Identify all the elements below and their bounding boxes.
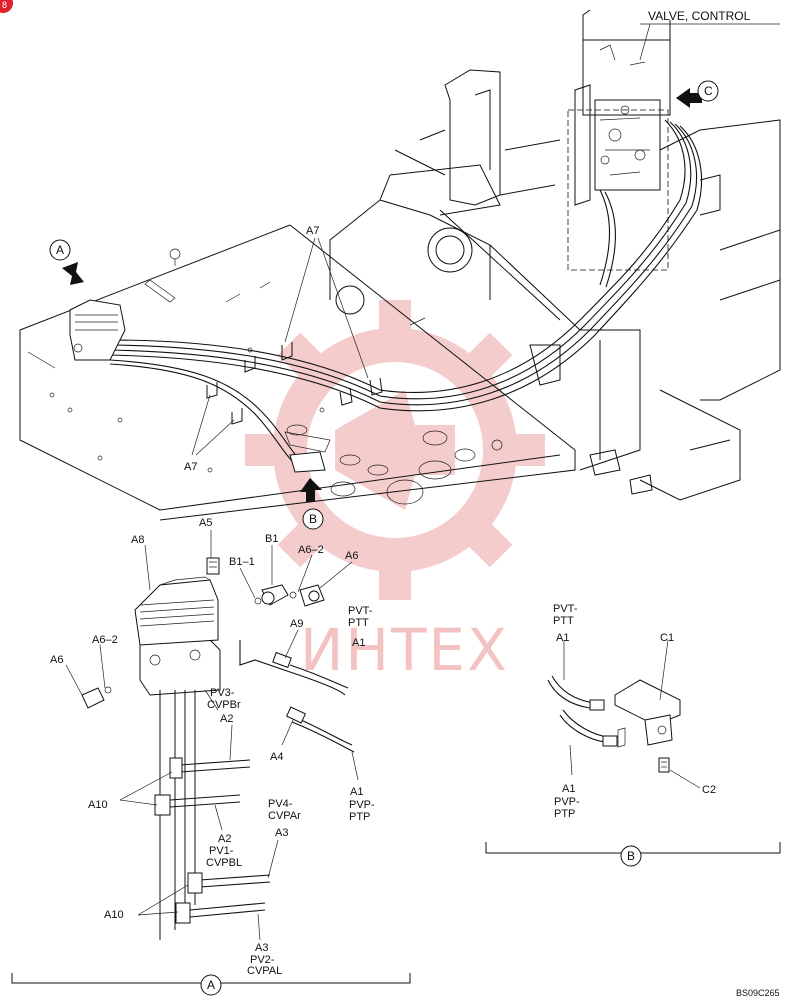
label-a6-top: A6 xyxy=(345,550,358,562)
label-a10-upper: A10 xyxy=(88,799,108,811)
label-a6-2-left: A6–2 xyxy=(92,634,118,646)
label-a10-lower: A10 xyxy=(104,909,124,921)
label-a6-2-top: A6–2 xyxy=(298,544,324,556)
callout-a-circle xyxy=(49,239,71,261)
code-pvp-b: PVP- xyxy=(554,796,580,808)
detail-a8-block xyxy=(134,576,221,940)
label-a1-b-lower: A1 xyxy=(562,783,575,795)
label-a1-lower: A1 xyxy=(350,786,363,798)
elbow-a10-group xyxy=(154,757,203,924)
label-a7-bottom: A7 xyxy=(184,461,197,473)
label-a6-left: A6 xyxy=(50,654,63,666)
callout-a-label: A xyxy=(56,243,64,257)
oring-a6-2-top xyxy=(289,591,297,599)
code-ptp-b: PTP xyxy=(554,808,575,820)
watermark-text: ИНТЕХ xyxy=(300,616,509,684)
valve-control-label: VALVE, CONTROL xyxy=(648,9,751,23)
label-a1-upper: A1 xyxy=(352,637,365,649)
fitting-a6-top xyxy=(299,584,325,607)
fitting-b1 xyxy=(261,584,289,606)
detail-b-circle xyxy=(620,845,642,867)
detail-b: PVT- PTT A1 C1 A1 PVP- PTP C2 B xyxy=(485,603,781,867)
label-a5: A5 xyxy=(199,517,212,529)
fitting-a9 xyxy=(272,651,292,669)
fitting-a4 xyxy=(285,706,307,724)
detail-a-circle xyxy=(200,974,222,996)
label-a4: A4 xyxy=(270,751,283,763)
code-ptt-b: PTT xyxy=(553,615,574,627)
label-a1-b-upper: A1 xyxy=(556,632,569,644)
drawing-code: BS09C265 xyxy=(736,988,780,998)
label-a7-top: A7 xyxy=(306,225,319,237)
detail-b-fitting-lower xyxy=(602,735,618,747)
label-b1: B1 xyxy=(265,533,278,545)
code-pvt-b: PVT- xyxy=(553,603,578,615)
bolt-c2 xyxy=(658,757,670,773)
callout-a-arrow-icon xyxy=(62,262,84,285)
watermark: ИНТЕХ xyxy=(245,300,545,684)
detail-b-block-c1 xyxy=(614,679,681,748)
watermark-gear-icon xyxy=(245,300,545,600)
label-b1-1: B1–1 xyxy=(229,556,255,568)
label-a3-lower: A3 xyxy=(255,942,268,954)
overview-a8-block xyxy=(69,299,126,361)
code-cvpar: CVPAr xyxy=(268,810,301,822)
callout-b-circle xyxy=(302,508,324,530)
detail-b-fitting-upper xyxy=(589,699,605,711)
label-a9: A9 xyxy=(290,618,303,630)
code-ptp-a: PTP xyxy=(349,811,370,823)
label-a3-upper: A3 xyxy=(275,827,288,839)
control-valve xyxy=(567,9,671,271)
callout-c-label: C xyxy=(704,84,713,98)
code-pv1: PV1- xyxy=(209,845,234,857)
label-a2-lower: A2 xyxy=(218,833,231,845)
fitting-a5 xyxy=(206,557,220,575)
corner-badge-text: 8 xyxy=(2,0,7,10)
code-pv4: PV4- xyxy=(268,798,293,810)
label-c1: C1 xyxy=(660,632,674,644)
code-pv2: PV2- xyxy=(250,954,275,966)
callout-c-arrow-icon xyxy=(676,88,702,108)
code-cvpbr: CVPBr xyxy=(207,699,241,711)
detail-b-label: B xyxy=(627,849,635,863)
code-cvpal: CVPAL xyxy=(247,965,282,977)
code-pv3: PV3- xyxy=(210,687,235,699)
label-c2: C2 xyxy=(702,784,716,796)
detail-a-label: A xyxy=(207,978,215,992)
callout-c-circle xyxy=(697,80,719,102)
machine-overview: A B C A7 A7 VALVE, CONTROL xyxy=(19,9,781,530)
label-a8: A8 xyxy=(131,534,144,546)
clamp-a7-group xyxy=(206,342,383,425)
oring-b1-1 xyxy=(254,597,262,605)
code-cvpbl: CVPBL xyxy=(206,857,242,869)
code-pvt-a: PVT- xyxy=(348,605,373,617)
callout-b-label: B xyxy=(309,512,317,526)
detail-a: A8 A5 B1–1 B1 A6–2 A6 PVT- PTT A9 A1 A6–… xyxy=(11,517,411,996)
code-ptt-a: PTT xyxy=(348,617,369,629)
code-pvp-a: PVP- xyxy=(349,799,375,811)
overview-b-fitting xyxy=(284,431,331,473)
label-a2-upper: A2 xyxy=(220,713,233,725)
callout-b-arrow-icon xyxy=(300,478,322,502)
corner-badge: 8 xyxy=(0,0,13,13)
fitting-a6-left xyxy=(81,687,105,709)
oring-a6-2-left xyxy=(104,686,112,694)
